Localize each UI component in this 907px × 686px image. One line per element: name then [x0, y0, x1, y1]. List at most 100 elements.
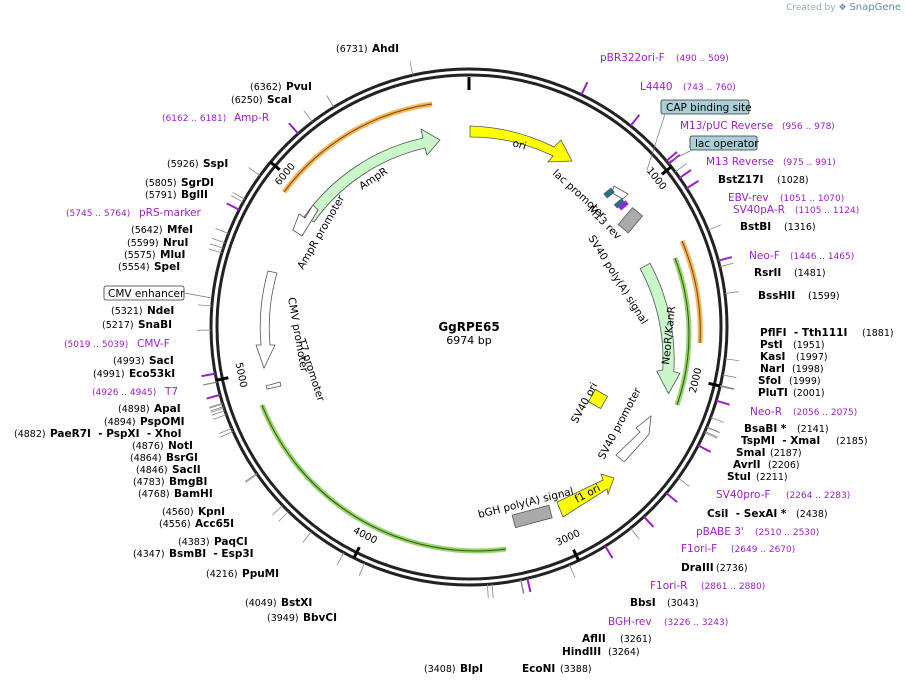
snapgene-logo-icon: ❖ — [838, 3, 847, 13]
enzyme-label: SfoI(1999) — [758, 375, 821, 387]
tick-label: 5000 — [233, 362, 249, 389]
site-position: (6250) — [231, 95, 263, 106]
site-name: KasI — [760, 351, 785, 363]
site-marker — [226, 202, 240, 211]
site-marker — [715, 399, 730, 406]
site-position: (4898) — [118, 404, 150, 415]
primer-label: F1ori-R(2861 .. 2880) — [650, 580, 765, 592]
site-position: (4783) — [133, 477, 165, 488]
primer-label: Neo-R(2056 .. 2075) — [750, 406, 857, 418]
site-position: (1999) — [789, 376, 821, 387]
site-marker — [245, 473, 258, 483]
enzyme-label: BbsI(3043) — [630, 597, 699, 609]
site-position: (2649 .. 2670) — [731, 545, 795, 555]
lac-operator-mark — [613, 198, 625, 209]
site-position: (2001) — [793, 388, 825, 399]
enzyme-label: (6250)ScaI — [231, 94, 292, 106]
site-name: BGH-rev — [608, 616, 652, 628]
site-position: (2438) — [796, 509, 828, 520]
backbone-outer-ring — [209, 67, 729, 587]
enzyme-label: BstZ17I(1028) — [718, 174, 809, 186]
primer-labels: pBR322ori-F(490 .. 509) L4440 (743 .. 760… — [64, 52, 859, 628]
site-name: pRS-marker — [139, 207, 202, 219]
site-position: (4383) — [178, 537, 210, 548]
cmv-promoter-feature — [255, 270, 278, 370]
site-marker — [580, 81, 589, 96]
site-name: BstXI — [281, 597, 312, 609]
site-position: (2056 .. 2075) — [793, 408, 857, 418]
primer-label: M13/pUC Reverse(956 .. 978) — [680, 120, 835, 132]
site-marker — [520, 579, 524, 594]
primer-label: M13 Reverse(975 .. 991) — [706, 156, 836, 168]
site-name: PpuMI — [242, 568, 279, 580]
site-marker — [208, 248, 222, 254]
site-position: (975 .. 991) — [783, 158, 836, 168]
enzyme-label: (4556)Acc65I — [159, 518, 234, 530]
site-name: StuI — [727, 471, 751, 483]
site-name: pBABE 3' — [696, 526, 744, 538]
site-name: CsiI - SexAI * — [707, 508, 787, 520]
cmv-enhancer-leader — [183, 292, 213, 299]
enzyme-label: (4882)PaeR7I - PspXI - XhoI — [14, 428, 182, 440]
site-name: KpnI — [198, 506, 225, 518]
site-position: (2211) — [756, 472, 788, 483]
site-marker — [718, 256, 733, 262]
enzyme-label: (6731)AhdI — [336, 43, 399, 55]
enzyme-label: PflFI - Tth111I(1881) — [760, 327, 894, 339]
site-name: Acc65I — [195, 518, 234, 530]
site-name: NarI — [760, 363, 785, 375]
site-marker — [704, 432, 718, 439]
site-position: (2141) — [797, 424, 829, 435]
site-marker — [520, 579, 525, 594]
site-position: (4216) — [206, 569, 238, 580]
enzyme-label: (5599)NruI — [127, 237, 188, 249]
primer-label: BGH-rev (3226 .. 3243) — [608, 616, 728, 628]
t7-promoter-feature — [265, 381, 282, 390]
site-position: (1997) — [796, 352, 828, 363]
site-position: (5791) — [145, 190, 177, 201]
site-marker — [722, 374, 737, 378]
enzyme-label: HindIII(3264) — [562, 646, 640, 658]
site-position: (2185) — [836, 436, 868, 447]
snapgene-brand: Created by ❖ SnapGene — [786, 2, 901, 13]
enzyme-label: DraIII(2736) — [681, 562, 748, 574]
site-position: (5019 .. 5039) — [64, 340, 128, 350]
site-position: (743 .. 760) — [683, 83, 736, 93]
tick-mark — [216, 376, 229, 382]
site-marker — [248, 167, 261, 177]
feature-label-ori: ori — [511, 137, 527, 152]
ampr-feature — [303, 128, 441, 223]
tick-mark — [660, 165, 673, 176]
sv40-ori-feature — [587, 388, 609, 410]
primer-label: pBR322ori-F(490 .. 509) — [600, 52, 729, 64]
site-name: PvuI — [286, 81, 312, 93]
site-name: ApaI — [154, 403, 181, 415]
enzyme-label: (4991)Eco53kI — [93, 368, 175, 380]
site-marker — [201, 372, 216, 378]
enzyme-label: PluTI(2001) — [758, 387, 825, 399]
site-marker — [629, 114, 641, 127]
site-position: (4864) — [130, 453, 162, 464]
site-marker — [724, 358, 739, 362]
site-position: (5321) — [111, 306, 143, 317]
enzyme-label: CsiI - SexAI * (2438) — [707, 508, 828, 520]
site-position: (4846) — [136, 465, 168, 476]
site-name: BsrGI — [166, 452, 198, 464]
m13-rev-mark — [617, 200, 629, 211]
site-marker — [491, 583, 494, 598]
site-marker — [686, 180, 699, 190]
enzyme-label: (4560)KpnI — [162, 506, 225, 518]
site-name: F1ori-F — [681, 543, 717, 555]
site-name: SacI — [149, 355, 174, 367]
site-marker — [203, 381, 217, 386]
enzyme-label: (5554)SpeI — [118, 261, 180, 273]
site-marker — [203, 381, 218, 386]
cmv-enhancer-label: CMV enhancer — [108, 288, 185, 300]
site-marker — [569, 564, 576, 578]
site-position: (3226 .. 3243) — [664, 618, 728, 628]
site-position: (1481) — [794, 268, 826, 279]
site-name: F1ori-R — [650, 580, 687, 592]
site-name: L4440 — [640, 81, 673, 93]
site-position: (1599) — [808, 291, 840, 302]
